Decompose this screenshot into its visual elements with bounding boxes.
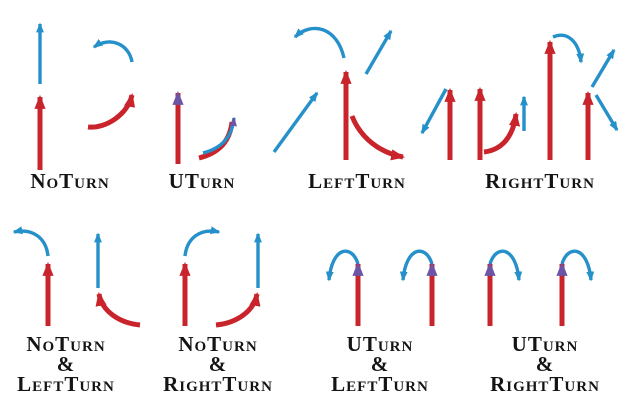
- group-uturn-leftturn: [325, 249, 438, 326]
- label-line: UTurn: [511, 332, 579, 356]
- label-rightturn: RightTurn: [485, 169, 595, 193]
- group-noturn: [34, 22, 136, 170]
- group-noturn-leftturn: [12, 226, 141, 328]
- label-line: &: [535, 352, 555, 376]
- label-line: &: [56, 352, 76, 376]
- label-noturn-leftturn: NoTurn & LeftTurn: [17, 332, 115, 396]
- label-line: NoTurn: [178, 332, 258, 356]
- leftturn-exit-arc-blue-arrow: [293, 26, 346, 59]
- group-rightturn: [474, 33, 619, 160]
- uturn-leftturn-hook-blue-arrow-2: [399, 249, 434, 282]
- label-line: NoTurn: [26, 332, 106, 356]
- noturn-rightturn-right-arc-blue-arrow: [183, 226, 221, 257]
- rightturn-exit-up-diagonal-blue-arrow: [590, 48, 616, 88]
- label-line: LeftTurn: [331, 372, 429, 396]
- uturn-rightturn-hook-blue-arrow-1: [488, 249, 523, 282]
- label-line: RightTurn: [163, 372, 273, 396]
- uturn-curve-blue-arc: [202, 116, 237, 155]
- label-uturn: UTurn: [168, 169, 236, 193]
- leftturn-curved-red-arrow: [349, 115, 406, 161]
- label-noturn: NoTurn: [30, 169, 110, 193]
- rightturn-exit-arc-blue-arrow: [552, 33, 585, 64]
- label-line: LeftTurn: [17, 372, 115, 396]
- group-uturn-rightturn: [484, 249, 595, 326]
- noturn-leftturn-left-arc-blue-arrow: [12, 226, 50, 257]
- group-uturn: [172, 90, 237, 164]
- leftturn-exit-diagonal-blue-arrow: [364, 29, 393, 75]
- label-line: RightTurn: [490, 372, 600, 396]
- noturn-curve-red-arrow: [87, 92, 136, 130]
- uturn-rightturn-hook-blue-arrow-2: [560, 249, 595, 282]
- noturn-curve-blue-arrow: [92, 39, 134, 63]
- label-leftturn: LeftTurn: [308, 169, 406, 193]
- rightturn-curved-red-arrow: [483, 111, 521, 155]
- rightturn-exit-down-diagonal-blue-arrow: [594, 94, 619, 132]
- uturn-leftturn-hook-blue-arrow-1: [325, 249, 360, 282]
- label-noturn-rightturn: NoTurn & RightTurn: [163, 332, 273, 396]
- noturn-rightturn-curved-red-arrow: [215, 291, 261, 328]
- group-noturn-rightturn: [179, 226, 262, 328]
- label-uturn-rightturn: UTurn & RightTurn: [490, 332, 600, 396]
- group-leftturn: [272, 26, 456, 161]
- label-line: &: [370, 352, 390, 376]
- leftturn-sharp-exit-blue-arrow: [420, 88, 448, 135]
- label-line: UTurn: [346, 332, 414, 356]
- noturn-leftturn-curved-red-arrow: [95, 291, 141, 328]
- label-uturn-leftturn: UTurn & LeftTurn: [331, 332, 429, 396]
- label-line: &: [208, 352, 228, 376]
- leftturn-long-diagonal-blue-arrow: [272, 91, 319, 154]
